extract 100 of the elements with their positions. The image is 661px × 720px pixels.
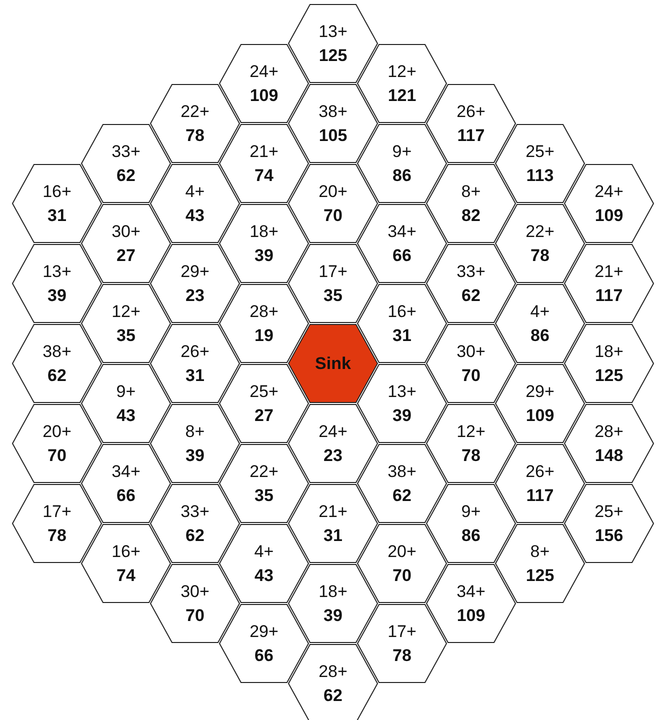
cost-value: 70 [186, 604, 204, 626]
hop-label: 25+ [250, 380, 278, 402]
hop-label: 38+ [318, 100, 348, 122]
hop-label: 28+ [594, 420, 624, 442]
hop-label: 22+ [526, 220, 554, 242]
cost-value: 117 [526, 484, 554, 506]
hop-label: 16+ [42, 180, 72, 202]
cost-value: 109 [456, 604, 486, 626]
hop-label: 21+ [250, 140, 278, 162]
hop-label: 38+ [42, 340, 72, 362]
cost-value: 35 [116, 324, 136, 346]
cost-value: 39 [324, 604, 342, 626]
hop-label: 4+ [254, 540, 274, 562]
cost-value: 39 [186, 444, 204, 466]
hop-label: 28+ [250, 300, 278, 322]
cost-value: 78 [48, 524, 66, 546]
cost-value: 66 [254, 644, 274, 666]
cost-value: 113 [526, 164, 554, 186]
cost-value: 23 [186, 284, 204, 306]
hop-label: 16+ [112, 540, 140, 562]
cost-value: 82 [462, 204, 480, 226]
hop-label: 26+ [180, 340, 210, 362]
hop-label: 29+ [180, 260, 210, 282]
hop-label: 24+ [318, 420, 348, 442]
cost-value: 70 [48, 444, 66, 466]
cost-value: 39 [392, 404, 412, 426]
hop-label: 12+ [456, 420, 486, 442]
cost-value: 35 [254, 484, 274, 506]
cost-value: 109 [526, 404, 554, 426]
cost-value: 62 [116, 164, 136, 186]
hop-label: 8+ [461, 180, 481, 202]
hop-label: 33+ [180, 500, 210, 522]
cost-value: 62 [324, 684, 342, 706]
hop-label: 38+ [388, 460, 416, 482]
hop-label: 21+ [594, 260, 624, 282]
cost-value: 39 [254, 244, 274, 266]
hop-label: 28+ [318, 660, 348, 682]
hop-label: 8+ [185, 420, 205, 442]
cost-value: 70 [462, 364, 480, 386]
hop-label: 25+ [526, 140, 554, 162]
hop-label: 13+ [42, 260, 72, 282]
cost-value: 62 [392, 484, 412, 506]
hop-label: 22+ [180, 100, 210, 122]
hop-label: 18+ [318, 580, 348, 602]
cost-value: 62 [462, 284, 480, 306]
hop-label: 33+ [456, 260, 486, 282]
hop-label: 22+ [250, 460, 278, 482]
hop-label: 18+ [594, 340, 624, 362]
cost-value: 43 [186, 204, 204, 226]
cost-value: 66 [116, 484, 136, 506]
hop-label: 29+ [526, 380, 554, 402]
cost-value: 62 [48, 364, 66, 386]
hop-label: 9+ [392, 140, 412, 162]
cost-value: 78 [530, 244, 550, 266]
hop-label: 17+ [42, 500, 72, 522]
cost-value: 27 [254, 404, 274, 426]
hop-label: 29+ [250, 620, 278, 642]
hop-label: 20+ [388, 540, 416, 562]
cost-value: 43 [254, 564, 274, 586]
cost-value: 23 [324, 444, 342, 466]
hop-label: 16+ [388, 300, 416, 322]
hop-label: 34+ [456, 580, 486, 602]
hop-label: 9+ [116, 380, 136, 402]
cost-value: 125 [594, 364, 624, 386]
hop-label: 4+ [530, 300, 550, 322]
hop-label: 4+ [185, 180, 205, 202]
cost-value: 125 [526, 564, 554, 586]
cost-value: 66 [392, 244, 412, 266]
cost-value: 86 [462, 524, 480, 546]
cost-value: 78 [186, 124, 204, 146]
cost-value: 86 [530, 324, 550, 346]
hop-label: 17+ [318, 260, 348, 282]
cost-value: 78 [462, 444, 480, 466]
hop-label: 24+ [594, 180, 624, 202]
hop-label: 20+ [318, 180, 348, 202]
hop-label: 26+ [456, 100, 486, 122]
cost-value: 86 [392, 164, 412, 186]
hop-label: 34+ [388, 220, 416, 242]
cost-value: 105 [318, 124, 348, 146]
hop-label: 12+ [112, 300, 140, 322]
cost-value: 125 [318, 44, 348, 66]
cost-value: 27 [116, 244, 136, 266]
cost-value: 74 [116, 564, 136, 586]
cost-value: 74 [254, 164, 274, 186]
cost-value: 156 [594, 524, 624, 546]
hop-label: 25+ [594, 500, 624, 522]
hop-label: 30+ [456, 340, 486, 362]
hop-label: 34+ [112, 460, 140, 482]
hop-label: 17+ [388, 620, 416, 642]
hop-label: 9+ [461, 500, 481, 522]
hop-label: 13+ [318, 20, 348, 42]
cost-value: 43 [116, 404, 136, 426]
hop-label: 13+ [388, 380, 416, 402]
cost-value: 109 [250, 84, 278, 106]
cost-value: 31 [324, 524, 342, 546]
cost-value: 78 [392, 644, 412, 666]
cost-value: 148 [594, 444, 624, 466]
hop-label: 26+ [526, 460, 554, 482]
hop-label: 12+ [388, 60, 416, 82]
cost-value: 31 [48, 204, 66, 226]
